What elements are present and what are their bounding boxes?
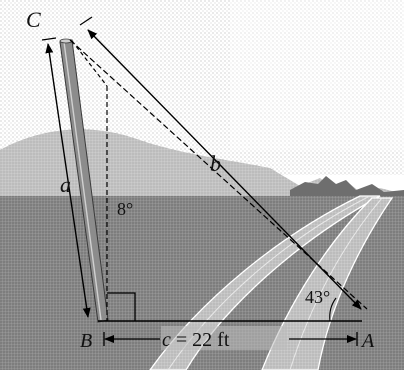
- pole-top: [59, 38, 73, 44]
- side-c-label: c = 22 ft: [162, 329, 230, 351]
- tilt-angle-label: 8°: [117, 199, 133, 219]
- side-b-arrow: [87, 29, 362, 310]
- side-b-tick-top: [79, 16, 93, 26]
- angle-arc-A: [329, 297, 337, 322]
- side-a-tick-top: [41, 37, 57, 41]
- side-label-a: a: [60, 172, 71, 197]
- side-a-arrow: [45, 43, 91, 318]
- angle-A-label: 43°: [305, 287, 330, 307]
- side-c-label-bg: [161, 326, 287, 350]
- vertex-label-B: B: [80, 330, 92, 352]
- side-label-b: b: [210, 151, 221, 176]
- side-c-letter: c: [162, 329, 171, 351]
- side-c-value: = 22 ft: [171, 329, 230, 351]
- vertex-label-A: A: [360, 330, 375, 352]
- vertex-label-C: C: [26, 7, 41, 32]
- sky-haze: [230, 0, 404, 150]
